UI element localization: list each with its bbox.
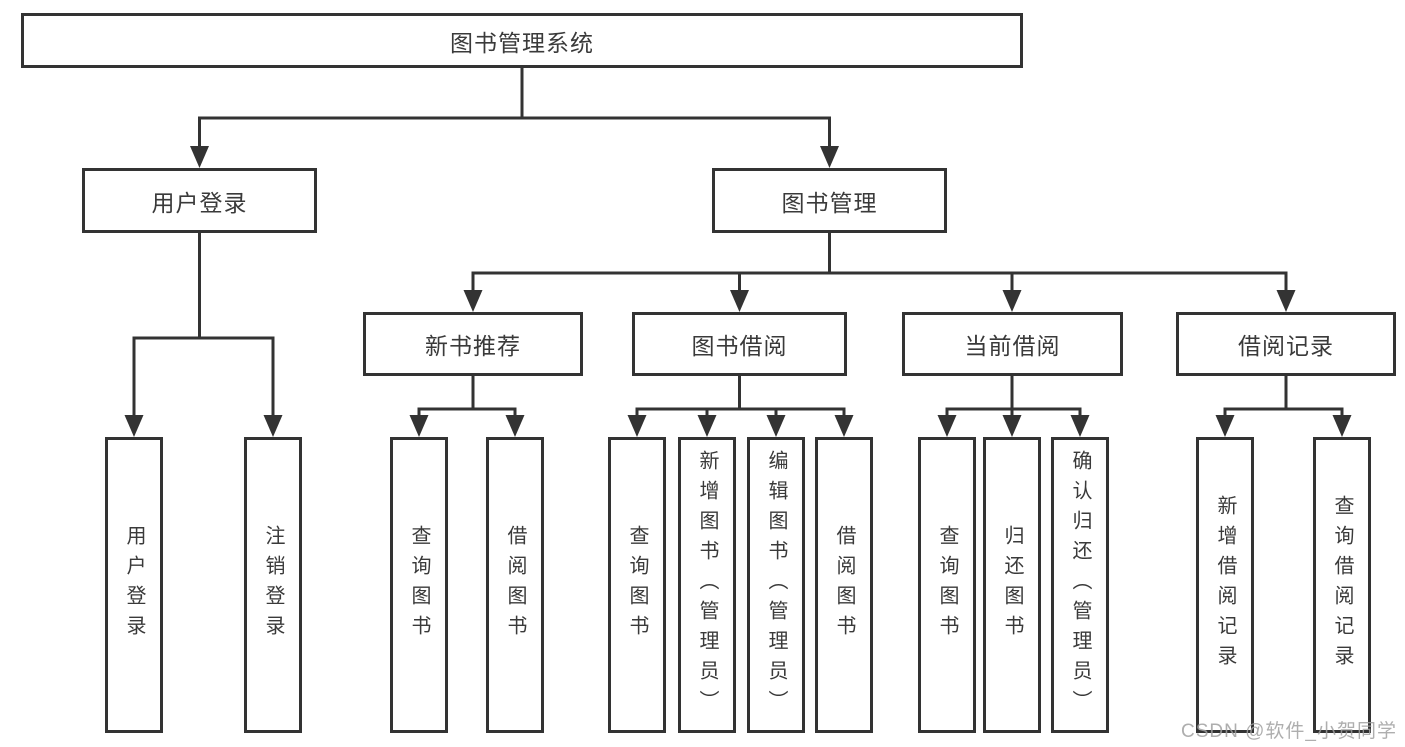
- node-label: 借阅记录: [1238, 333, 1334, 359]
- node-new-book-recommend: 新书推荐: [363, 312, 583, 376]
- node-label: 编辑图书（管理员）: [765, 450, 787, 720]
- node-label: 借阅图书: [833, 525, 855, 645]
- node-root-library-system: 图书管理系统: [21, 13, 1023, 68]
- leaf-search-books-3: 查询图书: [918, 437, 976, 733]
- node-label: 归还图书: [1001, 525, 1023, 645]
- leaf-add-borrow-record: 新增借阅记录: [1196, 437, 1254, 733]
- node-label: 图书借阅: [691, 333, 788, 359]
- leaf-user-login: 用户登录: [105, 437, 163, 733]
- leaf-return-books: 归还图书: [983, 437, 1041, 733]
- leaf-search-books-1: 查询图书: [390, 437, 448, 733]
- node-user-login: 用户登录: [82, 168, 317, 233]
- node-label: 图书管理系统: [450, 29, 594, 56]
- node-current-borrowing: 当前借阅: [902, 312, 1123, 376]
- leaf-borrow-books-1: 借阅图书: [486, 437, 544, 733]
- leaf-borrow-books-2: 借阅图书: [815, 437, 873, 733]
- arrowheads: [124, 146, 1352, 437]
- leaf-search-borrow-record: 查询借阅记录: [1313, 437, 1371, 733]
- node-label: 新增图书（管理员）: [696, 450, 718, 720]
- node-label: 图书管理: [781, 189, 878, 216]
- node-label: 用户登录: [151, 189, 248, 216]
- node-label: 查询图书: [408, 525, 430, 645]
- node-book-management: 图书管理: [712, 168, 947, 233]
- node-label: 当前借阅: [964, 333, 1061, 359]
- node-label: 查询借阅记录: [1331, 495, 1353, 675]
- node-label: 新书推荐: [425, 333, 521, 359]
- leaf-add-books-admin: 新增图书（管理员）: [678, 437, 736, 733]
- leaf-logout: 注销登录: [244, 437, 302, 733]
- leaf-search-books-2: 查询图书: [608, 437, 666, 733]
- node-label: 用户登录: [123, 525, 145, 645]
- node-label: 新增借阅记录: [1214, 495, 1236, 675]
- node-label: 查询图书: [626, 525, 648, 645]
- node-borrowing-records: 借阅记录: [1176, 312, 1396, 376]
- node-book-borrowing: 图书借阅: [632, 312, 847, 376]
- leaf-confirm-return-admin: 确认归还（管理员）: [1051, 437, 1109, 733]
- node-label: 借阅图书: [504, 525, 526, 645]
- node-label: 确认归还（管理员）: [1069, 450, 1091, 720]
- node-label: 注销登录: [262, 525, 284, 645]
- node-label: 查询图书: [936, 525, 958, 645]
- csdn-watermark: CSDN @软件_小贺同学: [1181, 721, 1397, 742]
- leaf-edit-books-admin: 编辑图书（管理员）: [747, 437, 805, 733]
